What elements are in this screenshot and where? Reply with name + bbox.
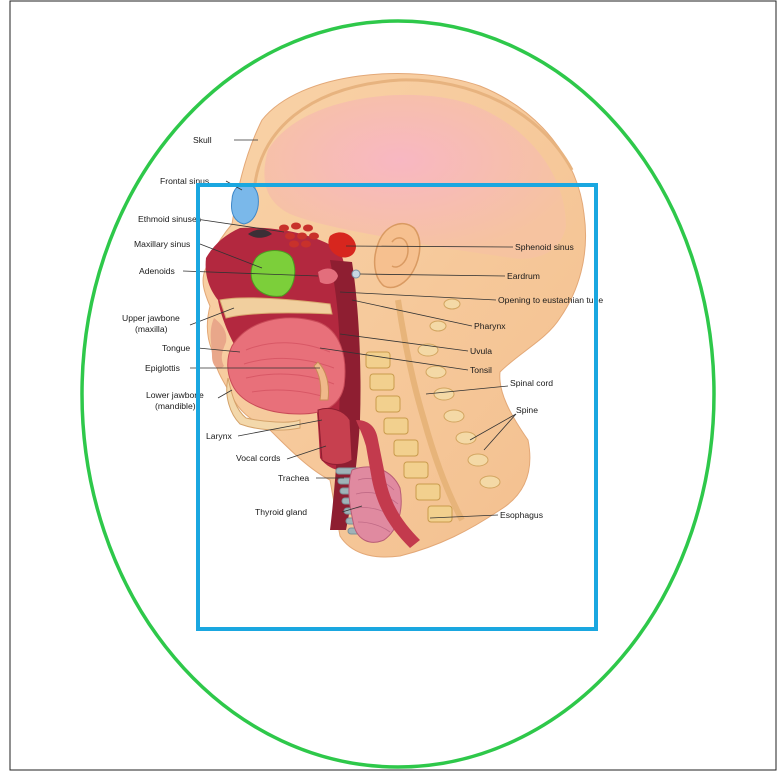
- label-thyroid-gland: Thyroid gland: [255, 507, 307, 517]
- label-eustachian-tube: Opening to eustachian tube: [498, 295, 603, 305]
- larynx-shape: [318, 408, 352, 464]
- label-maxillary-sinus: Maxillary sinus: [134, 239, 190, 249]
- label-epiglottis: Epiglottis: [145, 363, 180, 373]
- label-ethmoid-sinuses: Ethmoid sinuses: [138, 214, 201, 224]
- label-larynx: Larynx: [206, 431, 232, 441]
- label-uvula: Uvula: [470, 346, 492, 356]
- label-eardrum: Eardrum: [507, 271, 540, 281]
- label-lower-jawbone: Lower jawbone: [146, 390, 204, 400]
- label-upper-jawbone: Upper jawbone: [122, 313, 180, 323]
- label-adenoids: Adenoids: [139, 266, 175, 276]
- label-pharynx: Pharynx: [474, 321, 506, 331]
- label-lower-jawbone-sub: (mandible): [155, 401, 196, 411]
- label-spinal-cord: Spinal cord: [510, 378, 553, 388]
- eardrum-shape: [352, 270, 360, 278]
- label-tonsil: Tonsil: [470, 365, 492, 375]
- label-tongue: Tongue: [162, 343, 190, 353]
- label-upper-jawbone-sub: (maxilla): [135, 324, 168, 334]
- label-spine: Spine: [516, 405, 538, 415]
- label-vocal-cords: Vocal cords: [236, 453, 280, 463]
- label-sphenoid-sinus: Sphenoid sinus: [515, 242, 574, 252]
- label-esophagus: Esophagus: [500, 510, 543, 520]
- label-trachea: Trachea: [278, 473, 309, 483]
- label-skull: Skull: [193, 135, 212, 145]
